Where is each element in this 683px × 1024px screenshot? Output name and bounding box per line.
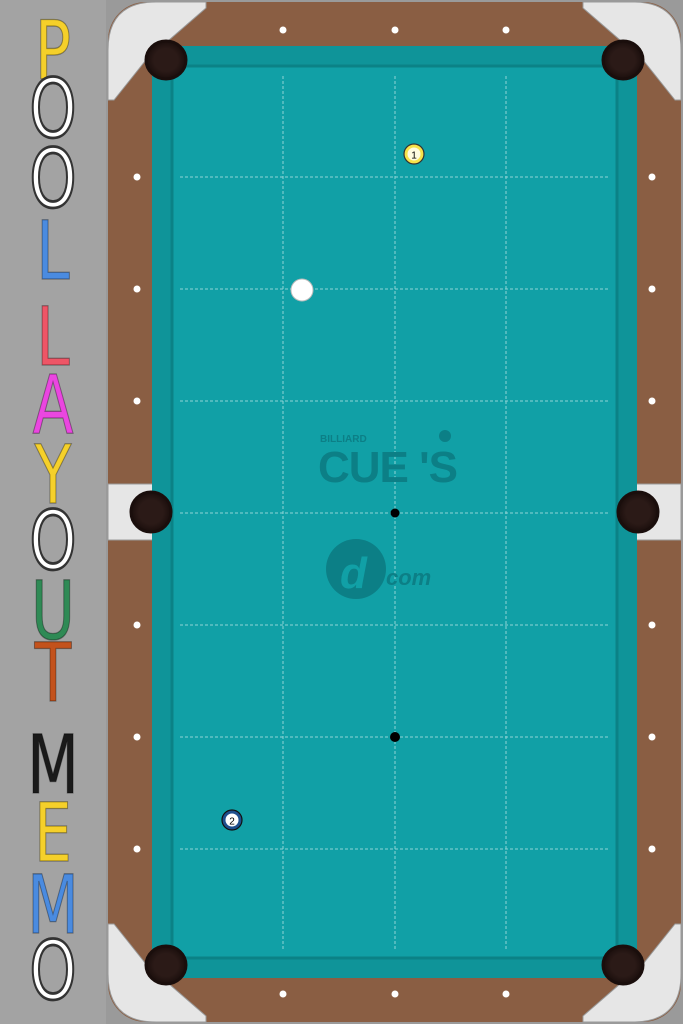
ball-1-label: 1 (411, 151, 417, 162)
title-letter: P (34, 4, 72, 100)
logo-d-icon (326, 539, 386, 599)
title-letter: M (27, 718, 80, 814)
logo-com-text: com (386, 565, 431, 590)
title-letter: O (28, 924, 77, 1020)
title-letter: E (34, 786, 73, 882)
svg-text:d: d (340, 549, 368, 598)
title-letter: T (34, 626, 72, 722)
pockets (129, 39, 660, 986)
title-letter: L (36, 204, 70, 300)
foot-spot (390, 732, 400, 742)
pocket-top-right (601, 39, 645, 81)
pocket-side-right (616, 490, 660, 534)
diamond-markers (133, 26, 656, 998)
center-spot (390, 508, 400, 518)
watermark-logo: BILLIARD CUE 'S d com (318, 430, 458, 599)
cue-ball[interactable] (290, 278, 314, 302)
title-letter: O (28, 132, 77, 228)
title-letter: U (31, 564, 76, 660)
logo-ball-icon (439, 430, 451, 442)
title-letter: M (27, 858, 80, 954)
pocket-bottom-left (144, 944, 188, 986)
ball-2[interactable]: 2 (221, 809, 243, 831)
pocket-side-left (129, 490, 173, 534)
pool-table: BILLIARD CUE 'S d com 1 2 (107, 1, 682, 1023)
title-letter: A (32, 358, 74, 454)
logo-small-text: BILLIARD (320, 434, 367, 445)
title-letter: L (36, 290, 70, 386)
title-letter: O (28, 494, 77, 590)
ball-1[interactable]: 1 (403, 143, 425, 165)
title-letter: Y (34, 428, 72, 524)
pocket-top-left (144, 39, 188, 81)
ball-2-label: 2 (229, 817, 235, 828)
title-letter: O (28, 62, 77, 158)
logo-big-text: CUE 'S (318, 443, 457, 492)
pocket-bottom-right (601, 944, 645, 986)
